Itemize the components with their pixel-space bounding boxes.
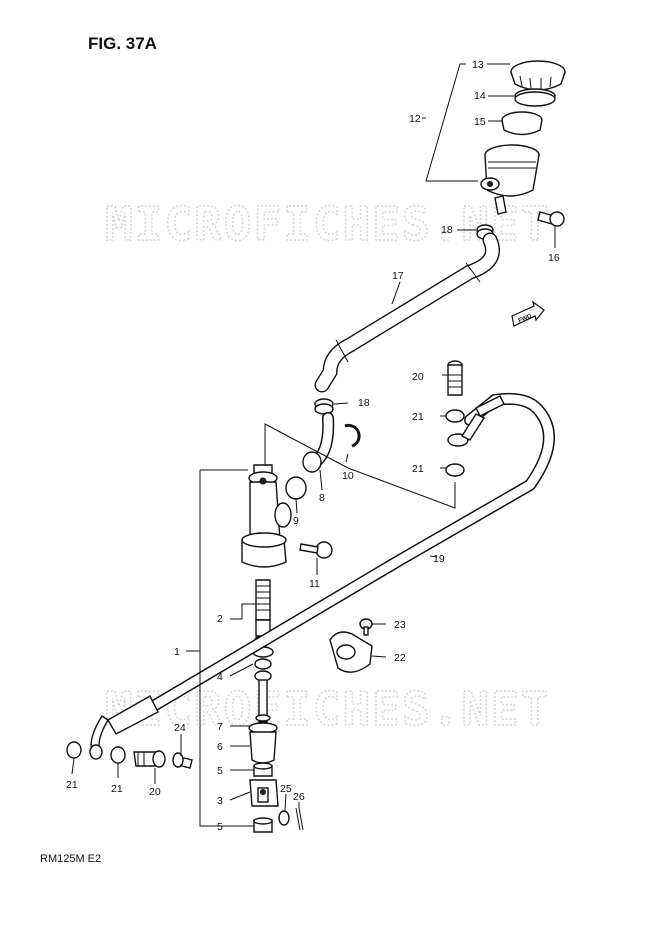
callout-25: 25 xyxy=(280,783,292,795)
callout-12: 12 xyxy=(409,113,421,125)
callout-21-d: 21 xyxy=(111,783,123,795)
brake-hose xyxy=(124,392,555,726)
reservoir-cap xyxy=(510,60,566,91)
piston-spring xyxy=(255,579,271,621)
callout-17: 17 xyxy=(392,270,404,282)
callout-1: 1 xyxy=(174,646,180,658)
washer xyxy=(278,810,290,826)
callout-labels: 13 14 15 12 18 16 17 18 20 21 21 10 8 9 … xyxy=(66,59,560,833)
gasket-3 xyxy=(66,741,82,759)
callout-20-upper: 20 xyxy=(412,371,424,383)
callout-26: 26 xyxy=(293,791,305,803)
callout-19: 19 xyxy=(433,553,445,565)
callout-22: 22 xyxy=(394,652,406,664)
callout-21-a: 21 xyxy=(412,411,424,423)
boot xyxy=(248,722,278,764)
callout-15: 15 xyxy=(474,116,486,128)
figure-title: FIG. 37A xyxy=(88,34,157,53)
reservoir-bolt xyxy=(537,211,565,227)
callout-18-upper: 18 xyxy=(441,224,453,236)
reservoir-diaphragm xyxy=(514,88,556,107)
callout-5-lower: 5 xyxy=(217,821,223,833)
reservoir-plate xyxy=(501,111,543,136)
callout-9: 9 xyxy=(293,515,299,527)
fwd-label: FWD xyxy=(518,313,534,324)
callout-13: 13 xyxy=(472,59,484,71)
circlip xyxy=(344,423,361,448)
callout-20-lower: 20 xyxy=(149,786,161,798)
master-cylinder xyxy=(241,464,292,568)
callout-23: 23 xyxy=(394,619,406,631)
callout-6: 6 xyxy=(217,741,223,753)
lock-nut-upper xyxy=(253,762,273,777)
callout-14: 14 xyxy=(474,90,486,102)
lock-nut-lower xyxy=(253,817,273,833)
callout-18-lower: 18 xyxy=(358,397,370,409)
callout-16: 16 xyxy=(548,252,560,264)
hose-end-lower xyxy=(89,695,159,760)
callout-8: 8 xyxy=(319,492,325,504)
banjo-bolt-lower xyxy=(133,750,166,768)
mounting-bolt xyxy=(299,541,333,559)
clevis-pin xyxy=(172,752,193,769)
callout-24: 24 xyxy=(174,722,186,734)
callout-3: 3 xyxy=(217,795,223,807)
fwd-arrow-icon: FWD xyxy=(511,300,545,327)
callout-11: 11 xyxy=(309,578,320,590)
o-ring xyxy=(285,476,307,500)
clevis xyxy=(249,779,279,807)
guide-screw xyxy=(359,618,373,636)
banjo-bolt-upper xyxy=(447,360,463,396)
gasket-1 xyxy=(445,409,465,423)
hose-elbow xyxy=(302,412,335,473)
callout-5-upper: 5 xyxy=(217,765,223,777)
callout-21-c: 21 xyxy=(66,779,78,791)
model-code: RM125M E2 xyxy=(40,853,101,865)
callout-4: 4 xyxy=(217,671,223,683)
hose-guide xyxy=(329,631,373,673)
callout-21-b: 21 xyxy=(412,463,424,475)
hose-end-upper xyxy=(447,395,505,447)
reservoir-tank xyxy=(480,144,540,215)
watermark-top: MICROFICHES.NET xyxy=(105,197,550,251)
leader-lines xyxy=(71,63,556,827)
callout-7: 7 xyxy=(217,721,223,733)
gasket-2 xyxy=(445,463,465,477)
gasket-4 xyxy=(110,746,126,764)
callout-2: 2 xyxy=(217,613,223,625)
hose-clamp-lower xyxy=(314,398,334,415)
push-rod xyxy=(255,679,271,723)
cotter-pin xyxy=(295,807,304,831)
callout-10: 10 xyxy=(342,470,354,482)
